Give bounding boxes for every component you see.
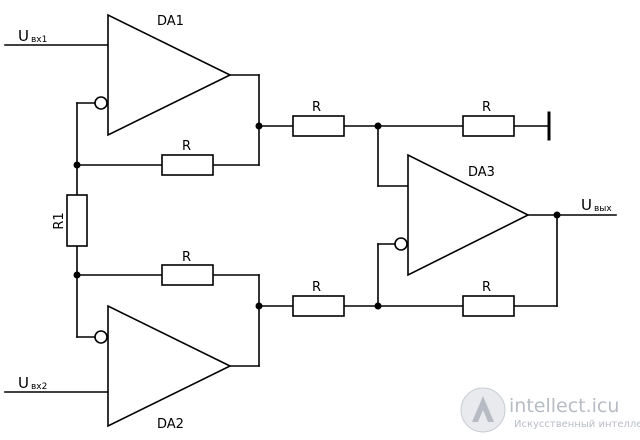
label-da3: DA3 [468, 165, 495, 180]
label-input2-sub: вх2 [31, 382, 47, 392]
label-r-top-feedback: R [182, 139, 191, 154]
wires [4, 44, 617, 393]
resistor-top-feedback [161, 154, 214, 176]
label-r-bottom-series: R [312, 280, 321, 295]
resistor-bottom-feedback [161, 264, 214, 286]
junction-da3-inv [374, 302, 382, 310]
da2-inverting-circle [94, 330, 108, 344]
watermark: intellect.icu Искусственный интеллект [460, 387, 640, 433]
junction-da1-out [255, 122, 263, 130]
label-input1-sub: вх1 [31, 35, 47, 45]
label-output-main: U [581, 196, 592, 214]
da3-inverting-circle [394, 237, 408, 251]
resistor-top-ground [462, 115, 515, 137]
label-r-top-series: R [312, 100, 321, 115]
junction-r1-bottom [73, 271, 81, 279]
resistor-da3-feedback [462, 295, 515, 317]
watermark-text: intellect.icu [509, 395, 619, 417]
opamp-da2 [107, 304, 232, 428]
resistor-r1 [66, 194, 88, 247]
label-input2-main: U [18, 374, 29, 392]
label-input1-main: U [18, 27, 29, 45]
junction-da2-out [255, 302, 263, 310]
da1-inverting-circle [94, 96, 108, 110]
label-r-da3-feedback: R [482, 280, 491, 295]
watermark-subtitle: Искусственный интеллект [514, 419, 640, 430]
junction-r1-top [73, 161, 81, 169]
label-output-sub: вых [594, 204, 612, 214]
junction-da3-noninv [374, 122, 382, 130]
opamp-da3 [407, 153, 530, 277]
resistor-top-series [292, 115, 345, 137]
label-da2: DA2 [157, 417, 184, 432]
label-r-bottom-feedback: R [182, 250, 191, 265]
watermark-logo-mark-icon [472, 396, 494, 422]
resistor-bottom-series [292, 295, 345, 317]
junction-da3-out [553, 211, 561, 219]
label-r-top-ground: R [482, 100, 491, 115]
opamp-da1 [107, 13, 232, 137]
label-r1: R1 [52, 212, 67, 229]
label-da1: DA1 [157, 14, 184, 29]
